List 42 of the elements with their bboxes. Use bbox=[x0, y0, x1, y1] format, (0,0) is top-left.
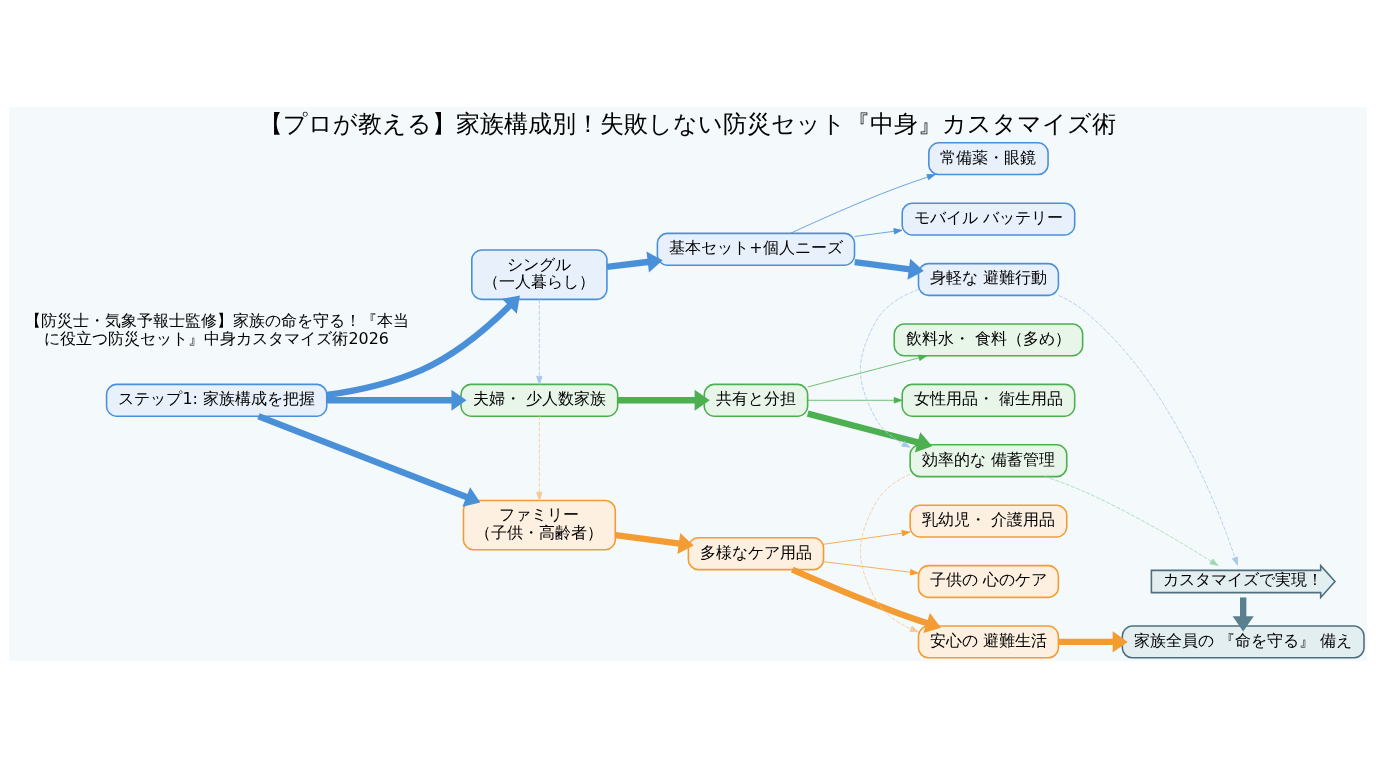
node-box: ファミリー （子供・高齢者） bbox=[462, 499, 617, 551]
node-box: 共有と分担 bbox=[703, 383, 809, 417]
arrow bbox=[614, 531, 694, 554]
arrow bbox=[1232, 597, 1254, 632]
arrow bbox=[854, 258, 924, 280]
arrow bbox=[326, 295, 520, 399]
node-box: 乳幼児・ 介護用品 bbox=[909, 504, 1068, 538]
arrow bbox=[860, 289, 919, 448]
arrow bbox=[1044, 476, 1219, 566]
node-box: ステップ1: 家族構成を把握 bbox=[105, 383, 328, 417]
arrow bbox=[807, 354, 928, 388]
arrow bbox=[807, 397, 903, 404]
diagram-title: 【プロが教える】家族構成別！失敗しない防災セット『中身』カスタマイズ術 bbox=[259, 110, 1117, 139]
arrow bbox=[257, 413, 481, 507]
node-box: 身軽な 避難行動 bbox=[917, 262, 1060, 297]
node-box: 安心の 避難生活 bbox=[917, 625, 1060, 659]
node-box: 多様なケア用品 bbox=[687, 537, 825, 571]
node-box: 基本セット+個人ニーズ bbox=[656, 232, 856, 266]
arrow bbox=[1058, 295, 1238, 566]
arrow bbox=[606, 251, 663, 273]
arrow bbox=[1058, 631, 1128, 653]
node-box: 常備薬・眼鏡 bbox=[928, 141, 1049, 176]
arrow bbox=[791, 566, 941, 634]
node-box: シングル （一人暮らし） bbox=[471, 249, 608, 301]
arrow bbox=[617, 389, 710, 411]
arrow bbox=[790, 174, 936, 234]
arrow bbox=[860, 473, 919, 633]
arrow bbox=[854, 228, 903, 237]
arrow bbox=[806, 410, 933, 453]
arrow bbox=[536, 415, 543, 501]
node-box: 子供の 心のケア bbox=[917, 564, 1060, 599]
node-box: 女性用品・ 衛生用品 bbox=[901, 383, 1076, 417]
node-box: 飲料水・ 食料（多め） bbox=[893, 323, 1084, 357]
arrow bbox=[823, 561, 919, 576]
label: 【防災士・気象予報士監修】家族の命を守る！『本当に役立つ防災セット』中身カスタマイズ術2026 bbox=[24, 311, 409, 348]
node-box: 夫婦・ 少人数家族 bbox=[460, 383, 619, 417]
node-box: 効率的な 備蓄管理 bbox=[909, 444, 1068, 478]
arrow bbox=[823, 530, 911, 545]
arrow bbox=[326, 389, 467, 411]
node-box: 家族全員の 『命を守る』 備え bbox=[1121, 625, 1365, 659]
node-box: モバイル バッテリー bbox=[901, 202, 1076, 236]
arrow bbox=[536, 299, 543, 385]
